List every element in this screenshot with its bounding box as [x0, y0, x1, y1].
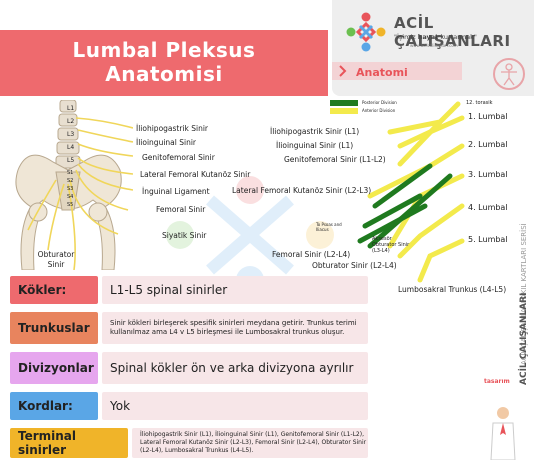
- r-label-iliohypogastric: İliohipogastrik Sinir (L1): [270, 127, 360, 136]
- vertebra-s3: S3: [67, 186, 74, 192]
- brand-logo-icon: [346, 12, 386, 52]
- r-label-ilioinguinal: İlioinguinal Sinir (L1): [276, 141, 354, 150]
- plexus-schematic: [330, 100, 465, 283]
- label-genitofemoral: Genitofemoral Sinir: [142, 153, 215, 162]
- vertebra-l1: L1: [67, 105, 75, 112]
- title-banner: [0, 30, 328, 96]
- page-title: Lumbal Pleksus Anatomisi: [0, 38, 328, 86]
- label-12-thoracic: 12. torasik: [466, 100, 493, 106]
- sidebar-brand: ACİL ÇALIŞANLARI: [518, 293, 529, 385]
- sidebar-brand-text: ACİL ÇALIŞANLARI: [518, 293, 529, 385]
- r-label-obturator: Obturator Sinir (L2-L4): [312, 261, 397, 270]
- lumbal-5: 5. Lumbal: [468, 235, 508, 244]
- label-inguinal-ligament: İnguinal Ligament: [142, 187, 210, 196]
- label-lat-fem-cutaneous: Lateral Femoral Kutanöz Sinir: [140, 170, 251, 179]
- r-label-lat-fem-cutaneous: Lateral Femoral Kutanöz Sinir (L2-L3): [232, 186, 372, 195]
- legend-posterior: Posterior Division: [362, 100, 397, 105]
- label-sciatic: Siyatik Sinir: [162, 231, 207, 240]
- row-label-terminal: Terminal sinirler: [10, 428, 128, 458]
- designer-label: tasarım: [484, 378, 510, 385]
- row-label-trunks: Trunkuslar: [10, 312, 98, 344]
- brand-slogan: "İşimiz hayat kurtarmak": [394, 33, 477, 41]
- title-line-1: Lumbal Pleksus: [72, 38, 256, 62]
- section-label: Anatomi: [356, 66, 408, 79]
- section-tab: [332, 62, 462, 80]
- row-value-terminal: İliohipogastrik Sinir (L1), İlioinguinal…: [132, 428, 368, 458]
- r-label-femoral: Femoral Sinir (L2-L4): [272, 250, 351, 259]
- vertebra-s5: S5: [67, 202, 74, 208]
- row-value-divisions: Spinal kökler ön ve arka divizyona ayrıl…: [102, 352, 368, 384]
- sidebar-vertical-text: ACİL ÇALIŞANLARI AKIL KARTLARI SERİSİ: [519, 223, 528, 365]
- row-label-cords: Kordlar:: [10, 392, 98, 420]
- label-lumbosacral-trunk: Lumbosakral Trunkus (L4-L5): [398, 285, 507, 294]
- lumbal-3: 3. Lumbal: [468, 170, 508, 179]
- series-title: ACİL ÇALIŞANLARI AKIL KARTLARI SERİSİ: [519, 223, 528, 365]
- vertebra-s2: S2: [67, 178, 74, 184]
- title-line-2: Anatomisi: [105, 62, 223, 86]
- label-accessory-obturator: Aksesör Obturator Sinir (L3-L4): [372, 236, 410, 254]
- brand-url: www.acilcalisanlari.com: [410, 43, 458, 48]
- vertebra-s4: S4: [67, 194, 74, 200]
- pelvis-illustration: [15, 100, 133, 270]
- label-psoas: To Psoas and Iliacus: [316, 222, 342, 232]
- vertebra-l2: L2: [67, 118, 75, 125]
- lumbal-1: 1. Lumbal: [468, 112, 508, 121]
- r-label-genitofemoral: Genitofemoral Sinir (L1-L2): [284, 155, 386, 164]
- row-value-trunks: Sinir kökleri birleşerek spesifik sinirl…: [102, 312, 368, 344]
- lumbal-4: 4. Lumbal: [468, 203, 508, 212]
- vertebra-l5: L5: [67, 157, 75, 164]
- vertebra-l4: L4: [67, 144, 75, 151]
- legend-anterior: Anterior Division: [362, 108, 396, 113]
- vertebra-s1: S1: [67, 170, 74, 176]
- vertebra-l3: L3: [67, 131, 75, 138]
- row-value-cords: Yok: [102, 392, 368, 420]
- label-ilioinguinal: İlioinguinal Sinir: [136, 138, 196, 147]
- human-body-icon: [493, 58, 525, 90]
- row-label-roots: Kökler:: [10, 276, 98, 304]
- label-femoral: Femoral Sinir: [156, 205, 206, 214]
- brand-name: ACİL ÇALIŞANLARI: [394, 14, 511, 50]
- lumbal-2: 2. Lumbal: [468, 140, 508, 149]
- row-value-roots: L1-L5 spinal sinirler: [102, 276, 368, 304]
- label-iliohypogastric: İliohipogastrik Sinir: [136, 124, 209, 133]
- doctor-icon: [490, 407, 516, 460]
- label-obturator: Obturator Sinir: [37, 250, 75, 269]
- row-label-divisions: Divizyonlar: [10, 352, 98, 384]
